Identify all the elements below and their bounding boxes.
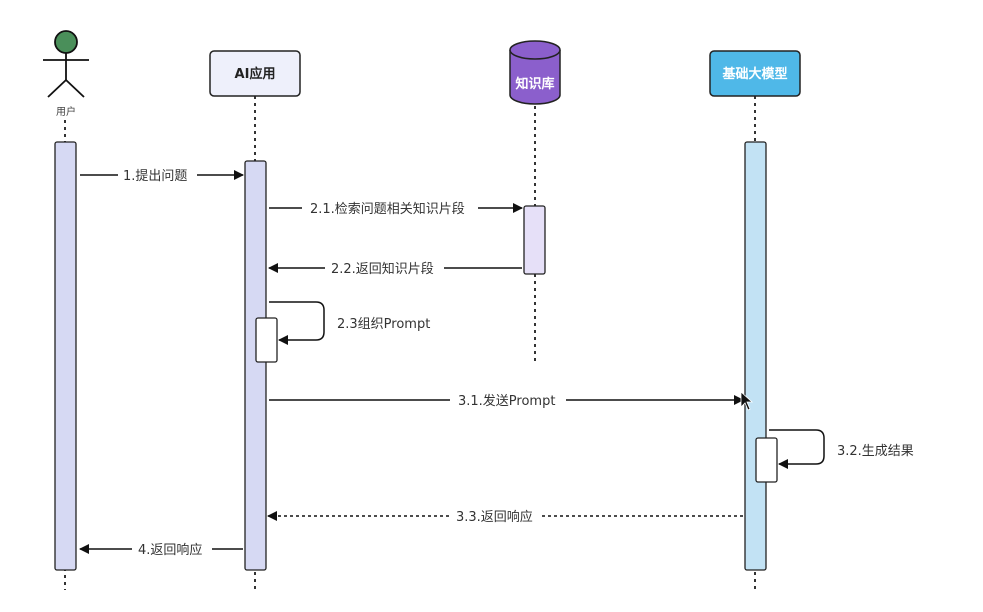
message-3-3: 3.3.返回响应 xyxy=(267,509,743,525)
actor-user-label: 用户 xyxy=(56,105,76,118)
message-2-1: 2.1.检索问题相关知识片段 xyxy=(269,201,523,217)
message-3-1: 3.1.发送Prompt xyxy=(269,393,744,409)
actor-head xyxy=(54,30,78,54)
actor-user: 用户 xyxy=(43,30,89,118)
message-2-3-label: 2.3组织Prompt xyxy=(337,317,430,332)
message-3-3-label: 3.3.返回响应 xyxy=(456,509,533,525)
participant-app: AI应用 xyxy=(209,50,301,97)
participant-llm: 基础大模型 xyxy=(709,50,801,97)
message-2-1-label: 2.1.检索问题相关知识片段 xyxy=(310,201,465,217)
message-3-2-label: 3.2.生成结果 xyxy=(837,444,914,459)
participant-llm-label: 基础大模型 xyxy=(721,66,787,82)
message-1: 1.提出问题 xyxy=(80,168,244,184)
participant-kb-label: 知识库 xyxy=(515,76,554,92)
activation-user xyxy=(54,141,77,571)
message-2-2: 2.2.返回知识片段 xyxy=(268,261,522,277)
participant-app-label: AI应用 xyxy=(235,66,276,82)
activation-app-self xyxy=(255,317,278,363)
activation-app xyxy=(244,160,267,571)
activation-kb xyxy=(523,205,546,275)
message-4-label: 4.返回响应 xyxy=(138,542,202,558)
activation-llm xyxy=(744,141,767,571)
message-4: 4.返回响应 xyxy=(79,542,243,558)
message-3-2: 3.2.生成结果 xyxy=(769,429,914,469)
message-2-2-label: 2.2.返回知识片段 xyxy=(331,261,434,277)
participant-kb: 知识库 xyxy=(509,40,561,105)
message-2-3: 2.3组织Prompt xyxy=(269,301,430,345)
message-3-1-label: 3.1.发送Prompt xyxy=(458,393,555,409)
activation-llm-self xyxy=(755,437,778,483)
message-1-label: 1.提出问题 xyxy=(123,168,187,184)
mouse-cursor-icon xyxy=(740,391,754,411)
